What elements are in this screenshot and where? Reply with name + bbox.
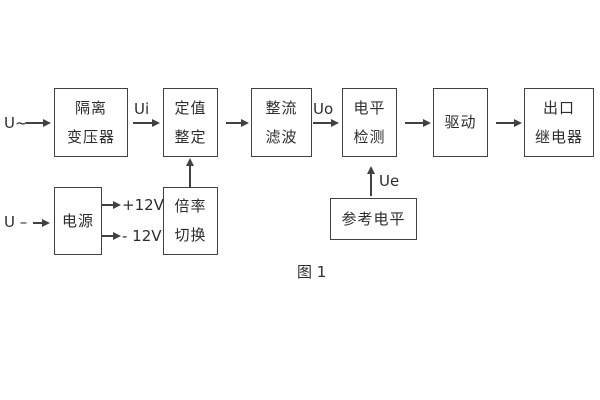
- signal-label-uo: Uo: [313, 100, 334, 118]
- rail-label-plus12v: +12V: [122, 196, 164, 214]
- figure-caption: 图 1: [297, 263, 327, 281]
- arrow-dc-input: [33, 222, 42, 224]
- block-power-supply: 电源: [54, 187, 102, 255]
- block-drive-label: 驱动: [444, 113, 477, 131]
- rail-label-minus12v: - 12V: [122, 227, 162, 245]
- block-isolation-transformer-line1: 隔离: [74, 98, 107, 117]
- block-setpoint-adjust: 定值 整定: [163, 88, 218, 157]
- block-setpoint-adjust-line1: 定值: [174, 98, 207, 117]
- arrow-ac-input: [26, 122, 43, 124]
- block-setpoint-adjust-line2: 整定: [174, 127, 207, 146]
- signal-label-ue: Ue: [379, 172, 400, 190]
- block-rectify-filter-line1: 整流: [265, 98, 298, 117]
- block-power-supply-label: 电源: [61, 211, 94, 230]
- block-ratio-switch-line1: 倍率: [174, 197, 207, 215]
- arrow-rectifier-to-level: [313, 122, 331, 124]
- block-isolation-transformer-line2: 变压器: [66, 127, 115, 146]
- ac-input-label: U~: [4, 114, 28, 132]
- arrow-reference-to-level: [370, 174, 372, 196]
- block-output-relay-line1: 出口: [542, 98, 575, 117]
- block-rectify-filter-line2: 滤波: [265, 127, 298, 146]
- arrow-drive-to-relay: [496, 122, 514, 124]
- block-level-detect-line1: 电平: [353, 98, 386, 117]
- block-isolation-transformer: 隔离 变压器: [54, 88, 128, 157]
- block-output-relay-line2: 继电器: [534, 127, 583, 146]
- block-rectify-filter: 整流 滤波: [251, 88, 312, 157]
- dc-input-label: U –: [4, 213, 28, 231]
- arrow-setpoint-to-rectifier: [226, 122, 241, 124]
- block-ratio-switch: 倍率 切换: [163, 187, 218, 255]
- block-reference-level-label: 参考电平: [341, 209, 406, 228]
- arrow-level-to-drive: [405, 122, 423, 124]
- block-output-relay: 出口 继电器: [524, 88, 594, 157]
- signal-label-ui: Ui: [134, 100, 150, 118]
- block-ratio-switch-line2: 切换: [174, 226, 207, 244]
- block-level-detect-line2: 检测: [353, 127, 386, 146]
- arrow-plus12v: [102, 204, 113, 206]
- block-reference-level: 参考电平: [330, 198, 417, 240]
- arrow-transformer-to-setpoint: [133, 122, 152, 124]
- block-drive: 驱动: [433, 88, 488, 157]
- arrow-ratio-to-setpoint: [189, 166, 191, 187]
- arrow-minus12v: [102, 235, 113, 237]
- block-level-detect: 电平 检测: [342, 88, 397, 157]
